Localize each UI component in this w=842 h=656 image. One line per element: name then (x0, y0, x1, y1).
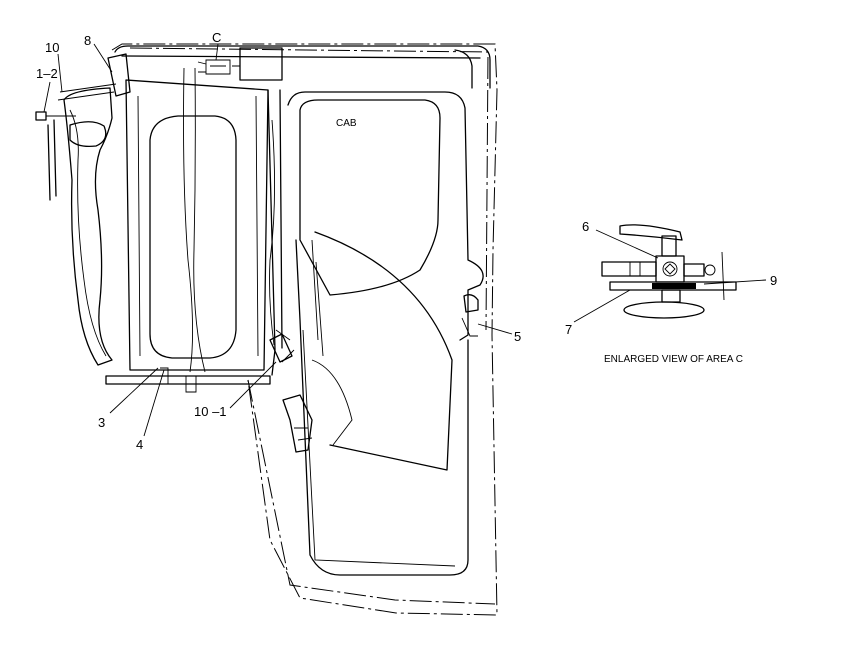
valve-10-1 (269, 333, 293, 363)
cab-outer-outline (111, 43, 498, 616)
leader-lines (43, 43, 513, 437)
callout-5: 5 (514, 329, 521, 344)
wiper-arm (311, 239, 324, 357)
leader-6 (595, 229, 659, 259)
drain-fitting-5-line (461, 317, 478, 337)
top-fitting-8 (107, 53, 131, 97)
callout-4: 4 (136, 437, 143, 452)
leader-5 (477, 323, 513, 335)
leader-1-2 (43, 81, 51, 113)
door-lower-outline (295, 239, 469, 576)
rear-hose-left (193, 67, 206, 373)
mount-plate (609, 281, 737, 291)
leader-7 (573, 289, 631, 323)
callout-1-2: 1–2 (36, 66, 58, 81)
rear-window (149, 115, 237, 359)
leader-3 (109, 367, 159, 414)
top-box-c (239, 47, 283, 81)
cab-roof-inner (121, 55, 481, 59)
left-canopy-inner (69, 109, 107, 357)
mirror-bracket (69, 121, 107, 148)
valve-handle (619, 224, 683, 241)
cab-pillar-left (267, 89, 276, 376)
leader-4 (143, 369, 165, 437)
valve-left-port-detail (629, 262, 641, 276)
valve-base-disc (623, 301, 705, 319)
valve-right-fitting (704, 264, 716, 276)
leader-8 (93, 43, 113, 73)
left-panel-edge (47, 119, 57, 201)
valve-stem (661, 235, 677, 257)
callout-C: C (212, 30, 221, 45)
area-c-hose (197, 61, 240, 73)
enlarged-view-area-c (573, 224, 767, 323)
valve-body (655, 255, 685, 283)
callout-7: 7 (565, 322, 572, 337)
enlarged-view-label: ENLARGED VIEW OF AREA C (604, 354, 743, 365)
cab-assembly (35, 43, 498, 616)
mount-plate-shade (652, 283, 696, 289)
cab-roof (114, 45, 491, 89)
cab-rear-corner (454, 49, 473, 89)
leader-9 (703, 279, 767, 285)
area-c-valve (205, 59, 231, 75)
callout-10a: 10 (45, 40, 59, 55)
valve-10-1-lines (275, 329, 295, 363)
rear-hose-right (183, 67, 194, 373)
door-window-frame (299, 99, 441, 296)
callout-6: 6 (582, 219, 589, 234)
pillar-hose (269, 119, 276, 346)
wiper-sweep-inner (311, 359, 353, 446)
cab-base-rail (105, 375, 271, 385)
drain-fitting-5 (463, 294, 479, 313)
valve-hex-inner (664, 263, 676, 275)
door-inner-line (302, 329, 456, 567)
left-canopy (63, 87, 113, 366)
callout-8: 8 (84, 33, 91, 48)
callout-labels: 10 8 C 1–2 CAB 6 9 7 5 ENLARGED VIEW OF … (36, 30, 777, 452)
wiper-sweep-arc (314, 231, 453, 471)
rear-panel-outline (125, 79, 269, 371)
callout-3: 3 (98, 415, 105, 430)
leader-C (215, 43, 219, 61)
door-latch-detail (294, 427, 313, 441)
door-outline (287, 91, 484, 341)
valve-1-2 (35, 111, 47, 121)
cab-floor-line (247, 379, 496, 605)
base-drain-4 (160, 367, 197, 393)
valve-left-port (601, 261, 657, 277)
callout-10-1: 10 –1 (194, 404, 227, 419)
leader-10a (57, 53, 63, 93)
cab-pillar-right (279, 89, 283, 349)
panel-edge-line (721, 251, 725, 301)
door-latch (282, 394, 313, 453)
rear-panel-inner (137, 95, 259, 357)
valve-hex-nut (662, 261, 678, 277)
cab-label: CAB (336, 118, 357, 129)
top-fitting-8-hose (57, 83, 117, 101)
valve-right-port (683, 263, 705, 277)
valve-base-stem (661, 289, 681, 303)
callout-9: 9 (770, 273, 777, 288)
leader-10-1 (229, 361, 277, 409)
